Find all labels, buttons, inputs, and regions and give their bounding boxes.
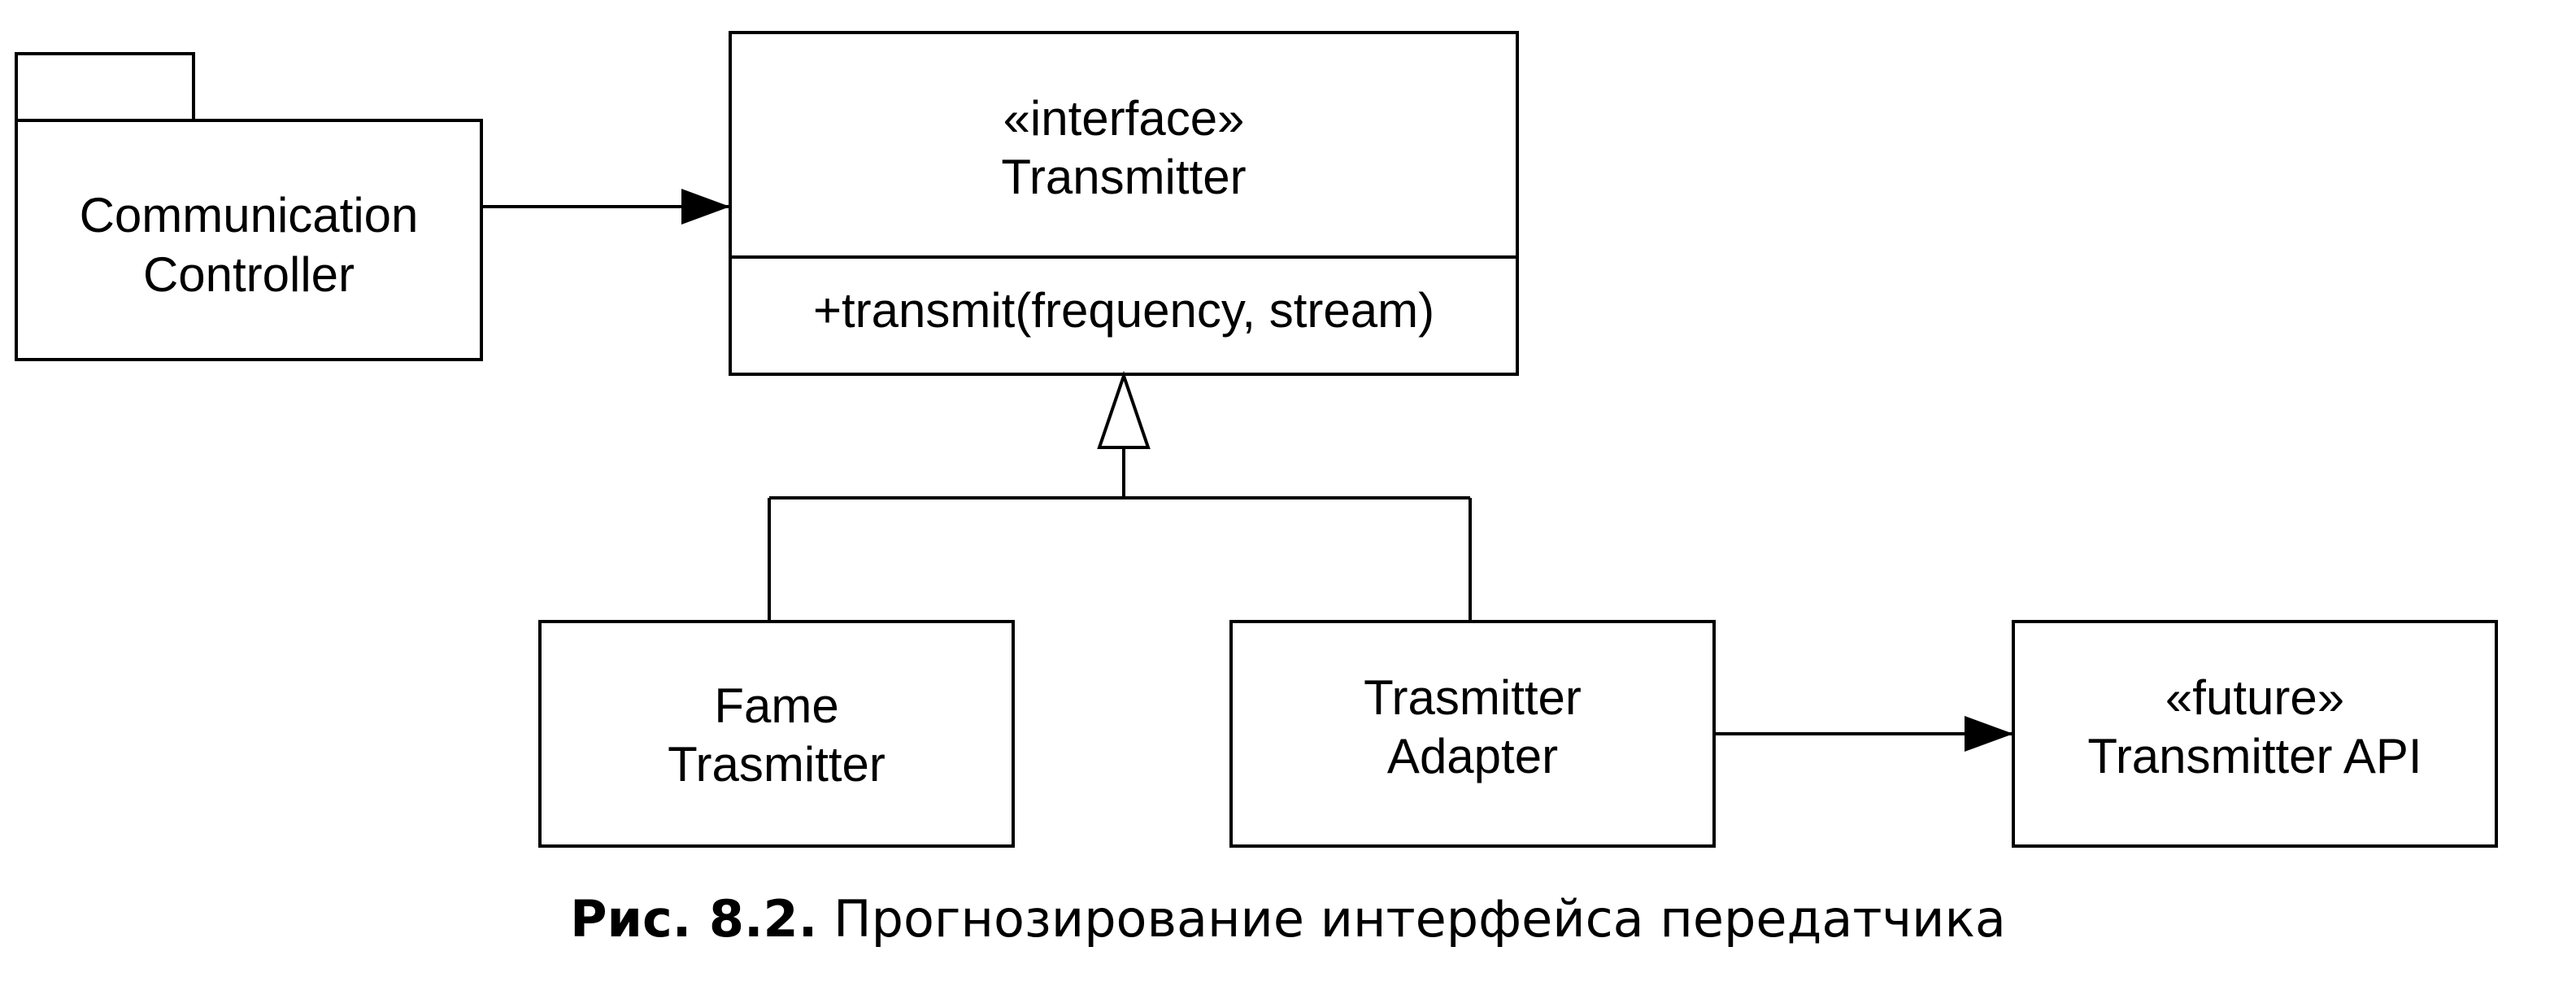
- transmitter-name: Transmitter: [1001, 150, 1246, 204]
- figure-caption-text: Прогнозирование интерфейса передатчика: [817, 889, 2006, 949]
- communication-controller-package: Communication Controller: [15, 52, 483, 361]
- transmitter-adapter-class: Trasmitter Adapter: [1229, 620, 1716, 848]
- fame-transmitter-class: Fame Trasmitter: [538, 620, 1015, 848]
- transmitter-adapter-line2: Adapter: [1387, 729, 1558, 783]
- transmitter-api-class: «future» Transmitter API: [2012, 620, 2498, 848]
- figure-caption: Рис. 8.2. Прогнозирование интерфейса пер…: [0, 887, 2576, 952]
- transmitter-interface-class: «interface» Transmitter +transmit(freque…: [729, 31, 1519, 376]
- package-body: [15, 119, 483, 361]
- transmitter-api-stereotype: «future»: [2165, 670, 2344, 725]
- transmitter-operation: +transmit(frequency, stream): [813, 283, 1434, 338]
- transmitter-stereotype: «interface»: [1003, 91, 1245, 146]
- fame-transmitter-line1: Fame: [714, 678, 838, 733]
- fame-transmitter-box: [538, 620, 1015, 848]
- transmitter-class-box: [729, 31, 1519, 376]
- package-tab: [15, 52, 195, 124]
- transmitter-api-box: [2012, 620, 2498, 848]
- realization-connector: [768, 370, 1472, 622]
- figure-caption-label: Рис. 8.2.: [570, 889, 818, 949]
- communication-controller-line2: Controller: [143, 247, 355, 302]
- transmitter-adapter-line1: Trasmitter: [1364, 670, 1582, 725]
- transmitter-api-name: Transmitter API: [2087, 729, 2422, 783]
- communication-controller-line1: Communication: [80, 188, 419, 242]
- fame-transmitter-line2: Trasmitter: [668, 737, 886, 792]
- realization-hollow-arrowhead: [1097, 370, 1151, 449]
